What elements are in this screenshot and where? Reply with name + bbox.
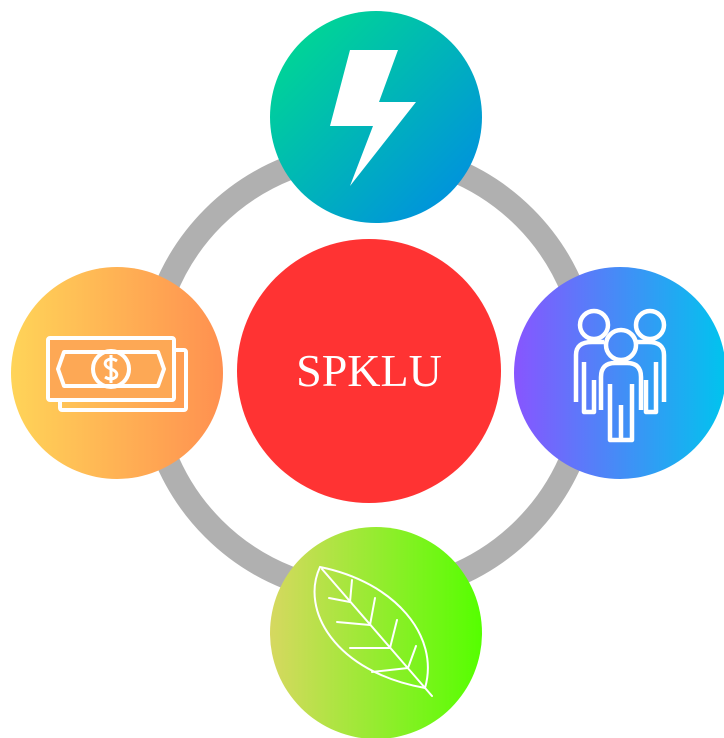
community-node-circle <box>514 267 724 479</box>
energy-node <box>270 11 482 223</box>
center-node: SPKLU <box>237 239 501 503</box>
people-group-icon <box>573 308 667 443</box>
center-label: SPKLU <box>296 345 442 396</box>
cost-node <box>11 267 223 479</box>
money-bill-icon <box>46 336 188 412</box>
center-circle <box>237 239 501 503</box>
leaf-icon <box>313 565 433 697</box>
environment-node <box>270 527 482 738</box>
lightning-bolt-icon <box>330 50 416 186</box>
community-node <box>514 267 724 479</box>
